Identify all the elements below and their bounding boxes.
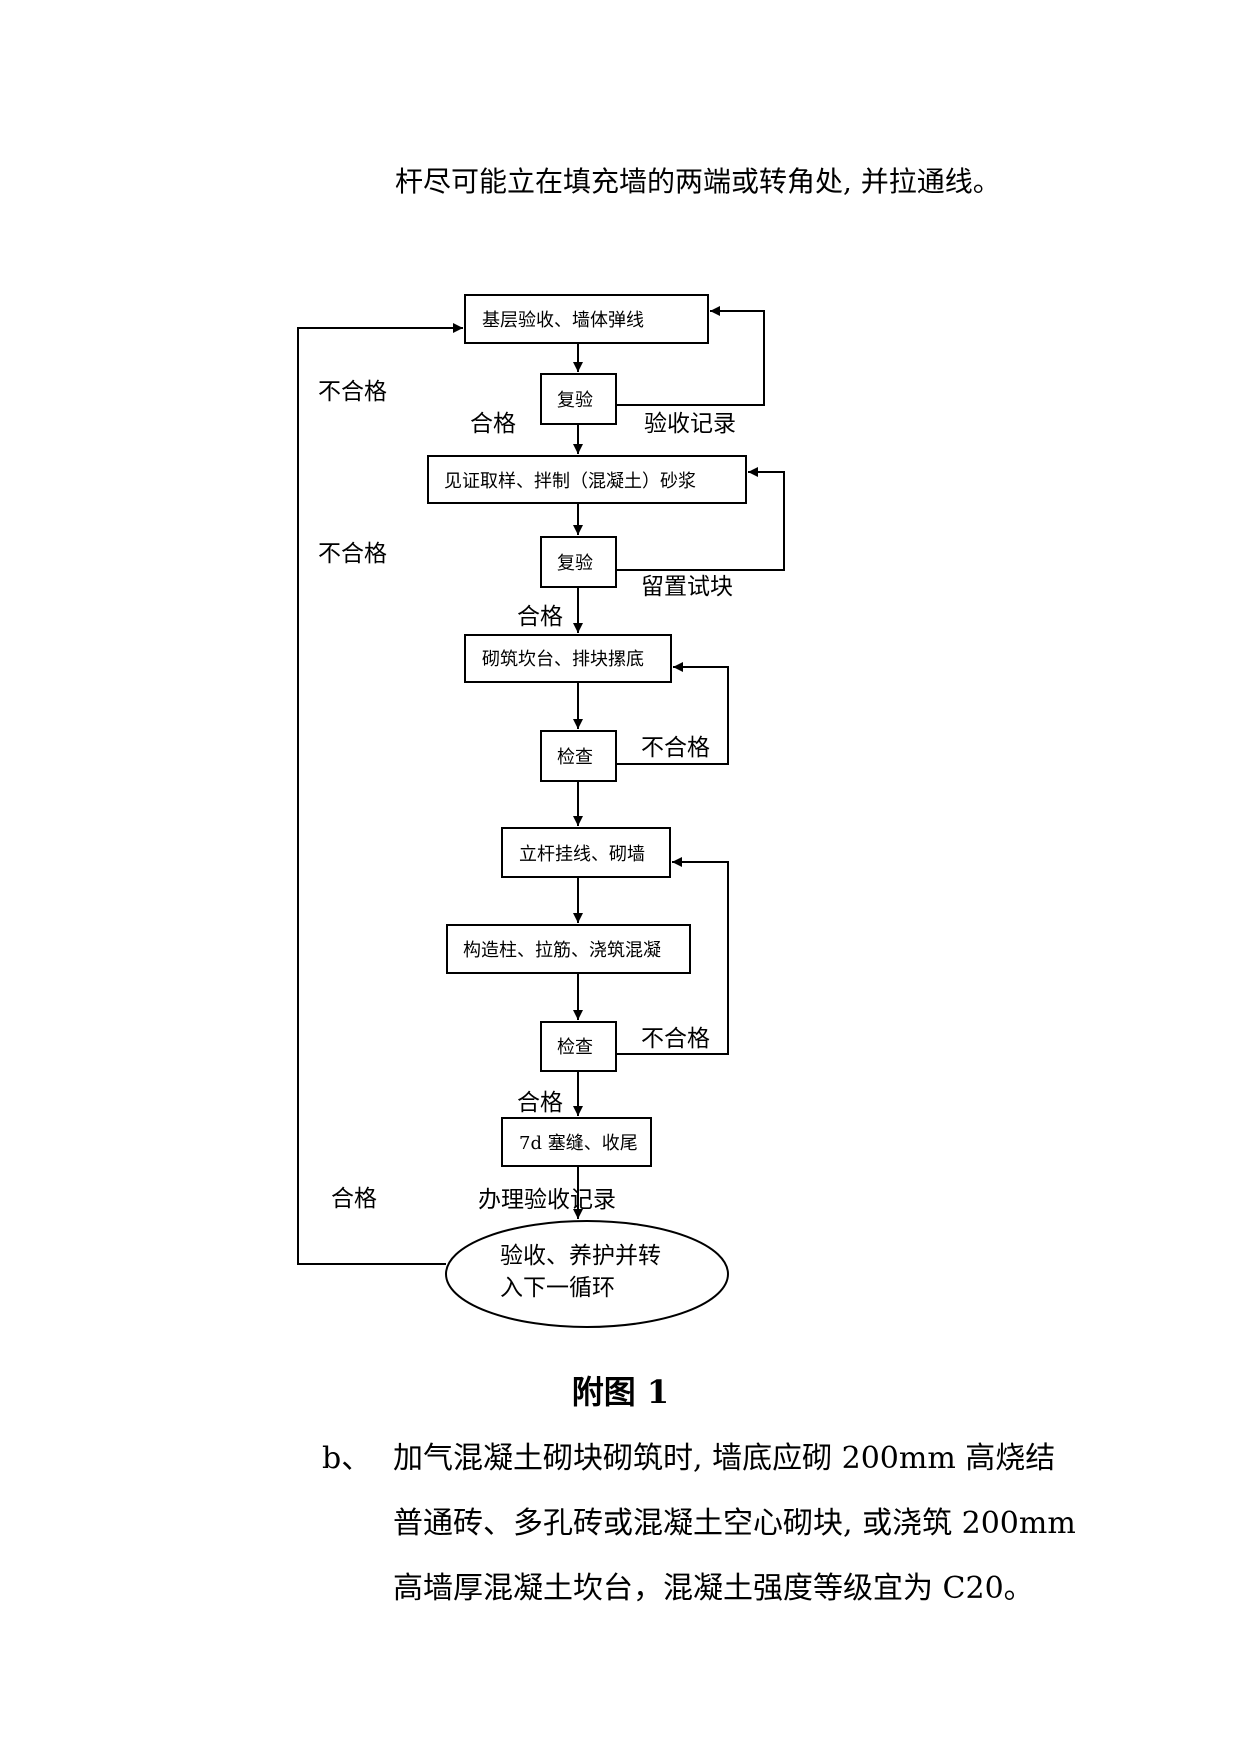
construction-flowchart: 基层验收、墙体弹线 复验 见证取样、拌制（混凝土）砂浆 复验 砌筑坎台、排块摞底… [297, 294, 785, 1328]
end-ellipse [445, 1220, 729, 1328]
end-label-line-1: 验收、养护并转 [500, 1243, 661, 1269]
step-label-sampling: 见证取样、拌制（混凝土）砂浆 [444, 471, 696, 492]
record-label-2: 办理验收记录 [478, 1187, 616, 1213]
paragraph-line-1: 加气混凝土砌块砌筑时, 墙底应砌 200mm 高烧结 [393, 1441, 1056, 1476]
step-label-base-course: 砌筑坎台、排块摞底 [482, 649, 644, 670]
check-label-recheck-2: 复验 [557, 553, 593, 574]
record-label-1: 验收记录 [644, 411, 736, 437]
check-label-inspect-1: 检查 [557, 747, 593, 768]
intro-text-line: 杆尽可能立在填充墙的两端或转角处, 并拉通线。 [395, 165, 1001, 198]
step-label-joint-sealing: 7d 塞缝、收尾 [519, 1133, 638, 1154]
fail-label-left-1: 不合格 [318, 379, 387, 405]
paragraph-line-3: 高墙厚混凝土坎台，混凝土强度等级宜为 C20。 [393, 1571, 1034, 1606]
step-box-joint-sealing [501, 1117, 652, 1167]
step-box-baseline [464, 294, 709, 344]
fail-label-3: 不合格 [641, 735, 710, 761]
pass-label-3: 合格 [517, 1090, 563, 1116]
step-box-structural-column [446, 924, 691, 974]
figure-caption: 附图 1 [571, 1373, 670, 1411]
paragraph-line-2: 普通砖、多孔砖或混凝土空心砌块, 或浇筑 200mm [393, 1506, 1076, 1541]
step-box-wall-laying [501, 827, 671, 878]
fail-label-left-2: 不合格 [318, 541, 387, 567]
step-label-baseline: 基层验收、墙体弹线 [482, 310, 644, 331]
end-label-line-2: 入下一循环 [500, 1275, 615, 1301]
pass-label-left: 合格 [331, 1186, 377, 1212]
check-label-inspect-2: 检查 [557, 1037, 593, 1058]
fail-label-4: 不合格 [641, 1026, 710, 1052]
paragraph-bullet: b、 [322, 1441, 372, 1476]
pass-label-1: 合格 [470, 411, 516, 437]
step-label-structural-column: 构造柱、拉筋、浇筑混凝 [463, 940, 661, 961]
step-box-base-course [464, 634, 672, 683]
step-label-wall-laying: 立杆挂线、砌墙 [519, 844, 645, 865]
step-box-sampling [427, 455, 747, 504]
pass-label-2: 合格 [517, 604, 563, 630]
keep-sample-label: 留置试块 [641, 574, 733, 600]
check-label-recheck-1: 复验 [557, 390, 593, 411]
